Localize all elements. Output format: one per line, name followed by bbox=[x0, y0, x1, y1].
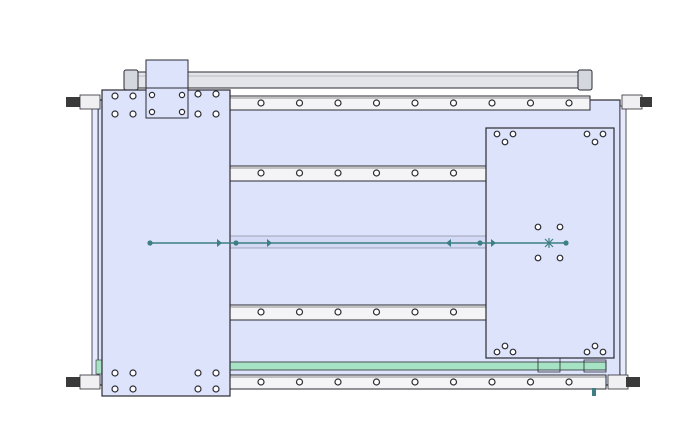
screw-hole bbox=[449, 99, 458, 107]
screw-hole bbox=[488, 378, 496, 386]
screw-hole bbox=[583, 130, 591, 138]
screw-hole bbox=[372, 99, 381, 107]
screw-hole bbox=[493, 348, 501, 356]
screw-hole bbox=[129, 369, 137, 377]
screw-hole bbox=[257, 169, 265, 177]
screw-hole bbox=[257, 308, 265, 316]
screw-hole bbox=[591, 138, 599, 146]
screw-hole bbox=[295, 378, 304, 386]
rail-lower bbox=[229, 304, 487, 321]
screw-hole bbox=[501, 342, 509, 350]
corner-fitting-br bbox=[607, 374, 640, 390]
centerline-dot bbox=[147, 240, 153, 246]
screw-hole bbox=[411, 99, 419, 107]
screw-hole bbox=[295, 169, 304, 177]
screw-hole bbox=[565, 99, 573, 107]
screw-hole bbox=[212, 369, 220, 377]
rail-top bbox=[229, 95, 591, 111]
centerline-arrow bbox=[491, 239, 496, 247]
screw-hole bbox=[556, 223, 564, 231]
screw-hole bbox=[372, 169, 381, 177]
corner-fitting-tr bbox=[621, 94, 652, 110]
screw-hole bbox=[111, 110, 119, 118]
screw-hole bbox=[148, 91, 156, 99]
screw-hole bbox=[534, 223, 542, 231]
screw-hole bbox=[129, 92, 137, 100]
screw-hole bbox=[449, 378, 458, 386]
corner-fitting-bl bbox=[66, 374, 101, 390]
screw-hole bbox=[334, 308, 342, 316]
screw-hole bbox=[257, 99, 265, 107]
screw-hole bbox=[565, 378, 573, 386]
centerline-markers bbox=[147, 238, 569, 248]
screw-hole bbox=[178, 108, 186, 116]
screw-hole bbox=[111, 385, 119, 393]
screw-hole bbox=[583, 348, 591, 356]
corner-fitting-tl bbox=[66, 94, 101, 110]
screw-hole bbox=[212, 90, 220, 98]
screw-hole bbox=[129, 385, 137, 393]
screw-hole bbox=[526, 99, 535, 107]
screw-hole bbox=[501, 138, 509, 146]
screw-hole bbox=[449, 308, 458, 316]
centerline-dot bbox=[233, 240, 239, 246]
screw-holes bbox=[111, 90, 607, 393]
screw-hole bbox=[411, 308, 419, 316]
screw-hole bbox=[372, 308, 381, 316]
screw-hole bbox=[411, 169, 419, 177]
centerline-cross bbox=[544, 238, 554, 248]
screw-hole bbox=[148, 108, 156, 116]
screw-hole bbox=[509, 130, 517, 138]
screw-hole bbox=[111, 92, 119, 100]
rail-upper bbox=[229, 165, 487, 182]
cylinder-rod bbox=[123, 69, 593, 91]
screw-hole bbox=[526, 378, 535, 386]
screw-hole bbox=[111, 369, 119, 377]
screw-hole bbox=[194, 90, 202, 98]
screw-hole bbox=[509, 348, 517, 356]
centerline-arrow bbox=[267, 239, 272, 247]
screw-hole bbox=[591, 342, 599, 350]
screw-hole bbox=[212, 110, 220, 118]
screw-hole bbox=[556, 254, 564, 262]
centerline-arrow bbox=[446, 239, 451, 247]
screw-hole bbox=[194, 369, 202, 377]
screw-hole bbox=[295, 308, 304, 316]
screw-hole bbox=[194, 385, 202, 393]
screw-hole bbox=[194, 110, 202, 118]
screw-hole bbox=[212, 385, 220, 393]
screw-hole bbox=[257, 378, 265, 386]
screw-hole bbox=[411, 378, 419, 386]
screw-hole bbox=[334, 169, 342, 177]
screw-hole bbox=[534, 254, 542, 262]
screw-hole bbox=[334, 378, 342, 386]
screw-hole bbox=[178, 91, 186, 99]
screw-hole bbox=[334, 99, 342, 107]
centerline-dot bbox=[477, 240, 483, 246]
screw-hole bbox=[599, 130, 607, 138]
screw-hole bbox=[488, 99, 496, 107]
screw-hole bbox=[493, 130, 501, 138]
screw-hole bbox=[449, 169, 458, 177]
centerline-arrow bbox=[217, 239, 222, 247]
screw-hole bbox=[599, 348, 607, 356]
screw-hole bbox=[372, 378, 381, 386]
centerline-dot bbox=[563, 240, 569, 246]
screw-hole bbox=[295, 99, 304, 107]
screw-hole bbox=[129, 110, 137, 118]
